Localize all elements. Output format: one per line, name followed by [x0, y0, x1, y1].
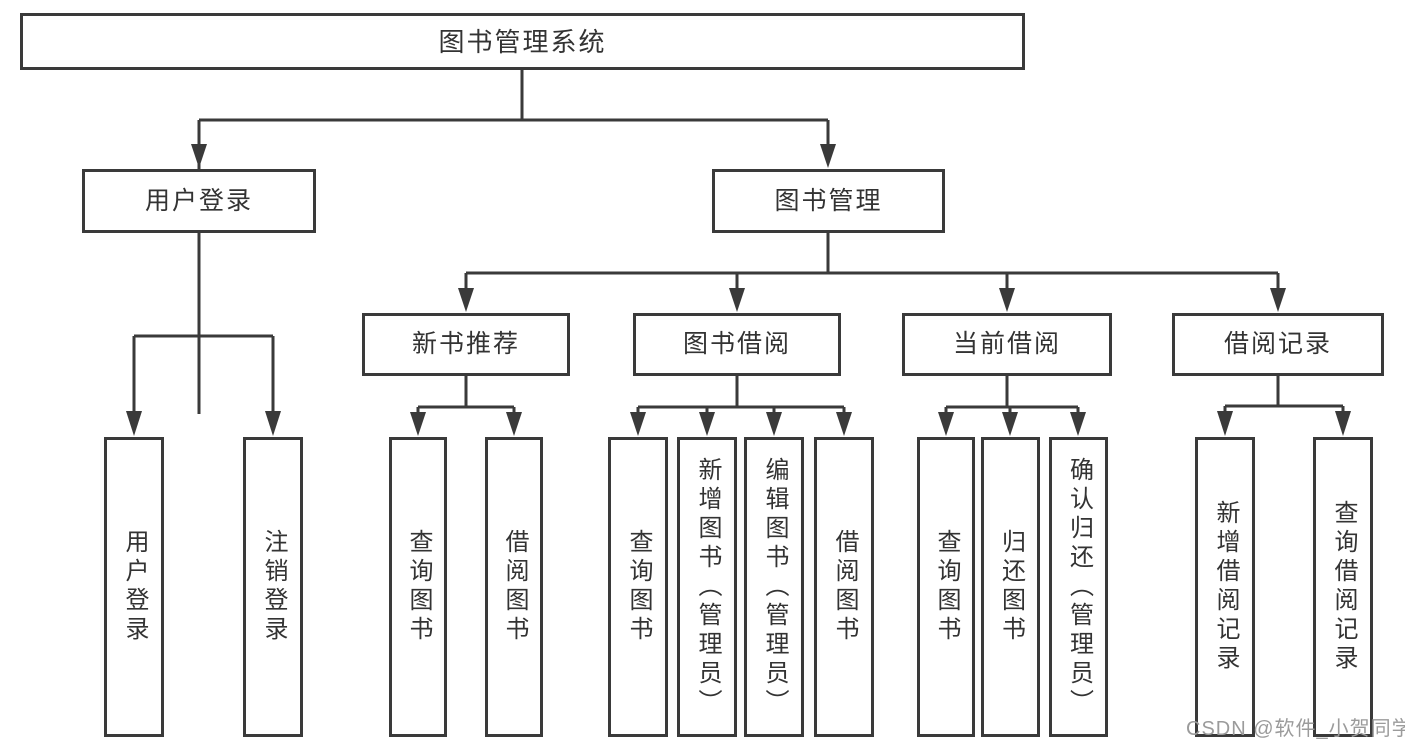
leaf-add-books-admin: 新增图书（管理员） [677, 437, 737, 737]
leaf-label: 注销登录 [260, 529, 287, 645]
node-new-book-recommend: 新书推荐 [362, 313, 570, 376]
leaf-label: 编辑图书（管理员） [761, 456, 788, 718]
leaf-label: 查询图书 [405, 529, 432, 645]
leaf-label: 新增借阅记录 [1212, 500, 1239, 674]
leaf-label: 确认归还（管理员） [1065, 456, 1093, 718]
arrowheads [126, 144, 1351, 436]
leaf-label: 新增图书（管理员） [694, 456, 721, 718]
leaf-query-books-borrow: 查询图书 [608, 437, 668, 737]
leaf-return-books: 归还图书 [981, 437, 1040, 737]
node-current-borrowing: 当前借阅 [902, 313, 1112, 376]
node-user-login: 用户登录 [82, 169, 316, 233]
leaf-borrow-books-newrec: 借阅图书 [485, 437, 543, 737]
node-label: 用户登录 [144, 186, 253, 215]
node-label: 借阅记录 [1223, 330, 1332, 358]
leaf-add-borrow-record: 新增借阅记录 [1195, 437, 1255, 737]
node-label: 图书管理系统 [438, 26, 607, 57]
node-label: 新书推荐 [411, 330, 520, 358]
leaf-label: 查询图书 [625, 529, 652, 645]
leaf-confirm-return-admin: 确认归还（管理员） [1049, 437, 1108, 737]
leaf-edit-books-admin: 编辑图书（管理员） [744, 437, 804, 737]
leaf-user-login: 用户登录 [104, 437, 164, 737]
leaf-borrow-books: 借阅图书 [814, 437, 874, 737]
leaf-query-books-current: 查询图书 [917, 437, 975, 737]
leaf-label: 查询借阅记录 [1330, 500, 1357, 674]
leaf-query-books-newrec: 查询图书 [389, 437, 447, 737]
node-label: 当前借阅 [952, 330, 1061, 358]
leaf-label: 借阅图书 [501, 529, 528, 645]
node-label: 图书管理 [774, 186, 883, 215]
leaf-query-borrow-record: 查询借阅记录 [1313, 437, 1373, 737]
leaf-label: 归还图书 [997, 529, 1025, 645]
node-book-borrowing: 图书借阅 [633, 313, 841, 376]
csdn-watermark: CSDN @软件_小贺同学 [1186, 718, 1405, 740]
node-borrowing-records: 借阅记录 [1172, 313, 1384, 376]
node-library-management-system: 图书管理系统 [20, 13, 1025, 70]
node-label: 图书借阅 [682, 330, 791, 358]
leaf-logout: 注销登录 [243, 437, 303, 737]
node-book-management: 图书管理 [712, 169, 945, 233]
leaf-label: 查询图书 [933, 529, 960, 645]
leaf-label: 借阅图书 [831, 529, 858, 645]
leaf-label: 用户登录 [121, 529, 148, 645]
